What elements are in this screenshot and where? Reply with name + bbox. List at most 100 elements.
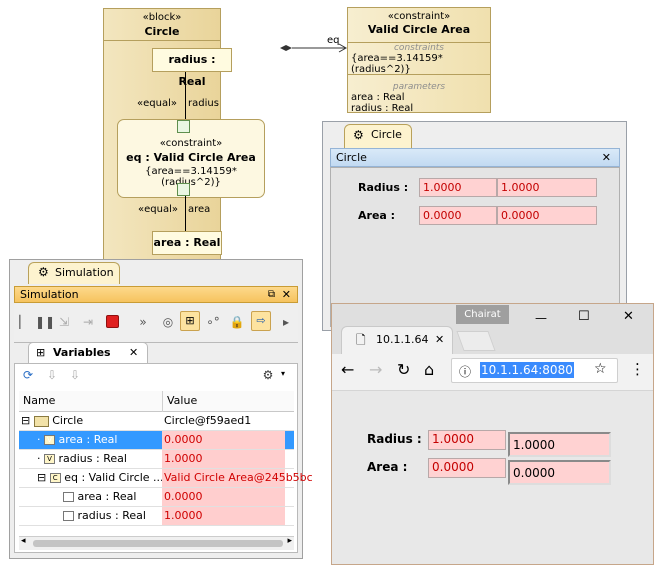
table-row[interactable]: ⊟ C eq : Valid Circle ... Valid Circle A… bbox=[19, 469, 313, 488]
tab-circle-label: Circle bbox=[371, 128, 402, 141]
pause-icon[interactable]: ❚❚ bbox=[35, 315, 56, 329]
import-icon[interactable]: ⇩ bbox=[46, 368, 58, 382]
block-stereotype: «block» bbox=[142, 12, 182, 23]
export-disabled-icon[interactable]: ⇩ bbox=[69, 368, 81, 382]
tab-simulation-label: Simulation bbox=[55, 266, 114, 279]
new-tab-button[interactable] bbox=[456, 331, 496, 351]
close-icon[interactable]: ✕ bbox=[623, 309, 634, 324]
lock-icon[interactable]: 🔒 bbox=[229, 315, 245, 329]
menu-icon[interactable]: ⋮ bbox=[630, 360, 645, 378]
close-icon[interactable]: ✕ bbox=[601, 151, 611, 164]
url-text[interactable]: 10.1.1.64:8080 bbox=[480, 362, 574, 378]
minimize-icon[interactable]: — bbox=[535, 311, 547, 325]
radius-input[interactable]: 1.0000 bbox=[497, 178, 597, 197]
step-over-icon[interactable]: ⇥ bbox=[82, 315, 94, 329]
radius-input[interactable]: 1.0000 bbox=[508, 432, 611, 457]
row-value: 0.0000 bbox=[162, 488, 285, 506]
area-input[interactable]: 0.0000 bbox=[508, 460, 611, 485]
constraint-property-icon: C bbox=[49, 473, 61, 483]
area-part[interactable]: area : Real bbox=[152, 231, 222, 255]
variables-table: Name Value ⊟ Circle Circle@f59aed1 · V a… bbox=[19, 391, 313, 541]
tree-view-icon[interactable]: ⊞ bbox=[180, 311, 200, 331]
constraint-expression: {area==3.14159*(radius^2)} bbox=[351, 53, 443, 75]
table-row[interactable]: area : Real 0.0000 bbox=[19, 488, 294, 507]
scroll-right-icon[interactable]: ▸ bbox=[287, 536, 292, 546]
maximize-icon[interactable]: ☐ bbox=[578, 309, 590, 324]
row-name: area : Real bbox=[58, 433, 118, 446]
equal-label-top: «equal» bbox=[137, 98, 177, 109]
address-bar[interactable]: ⓘ 10.1.1.64:8080 ☆ bbox=[451, 358, 618, 383]
browser-tab-title: 10.1.1.64 bbox=[376, 333, 429, 346]
forward-icon[interactable]: → bbox=[369, 360, 383, 379]
reload-icon[interactable]: ↻ bbox=[397, 360, 411, 379]
parameter-area: area : Real bbox=[351, 92, 405, 103]
star-icon[interactable]: ☆ bbox=[594, 361, 607, 377]
parameter-radius: radius : Real bbox=[351, 103, 414, 114]
area-param-port[interactable] bbox=[177, 183, 190, 196]
radius-param-port[interactable] bbox=[177, 120, 190, 133]
refresh-icon[interactable]: ⟳ bbox=[22, 368, 34, 382]
nodes-icon[interactable]: ∘° bbox=[206, 315, 220, 329]
association-arrow bbox=[280, 43, 348, 53]
tab-simulation[interactable]: ⚙ Simulation bbox=[28, 262, 120, 284]
table-row-selected[interactable]: · V area : Real 0.0000 bbox=[19, 431, 294, 450]
close-tab-icon[interactable]: ✕ bbox=[435, 333, 445, 346]
parameter-icon bbox=[63, 511, 74, 521]
table-header: Name Value bbox=[19, 391, 294, 412]
row-value: Circle@f59aed1 bbox=[164, 414, 252, 427]
constraint-property[interactable]: «constraint» eq : Valid Circle Area {are… bbox=[117, 119, 265, 198]
home-icon[interactable]: ⌂ bbox=[424, 360, 435, 379]
horizontal-scrollbar[interactable]: ◂ ▸ bbox=[19, 536, 294, 550]
step-into-icon[interactable]: ⇲ bbox=[58, 315, 70, 329]
page-icon: 🗋 bbox=[356, 333, 366, 347]
scroll-left-icon[interactable]: ◂ bbox=[21, 536, 26, 546]
radius-label: Radius : bbox=[358, 181, 409, 194]
constraint-property-expression: {area==3.14159*(radius^2)} bbox=[145, 166, 237, 188]
radius-output: 1.0000 bbox=[428, 430, 506, 450]
block-icon bbox=[33, 415, 49, 427]
column-value-header[interactable]: Value bbox=[167, 394, 198, 407]
block-name: Circle bbox=[144, 25, 180, 38]
close-icon[interactable]: ✕ bbox=[281, 288, 291, 301]
profile-badge[interactable]: Chairat bbox=[456, 305, 509, 324]
table-row[interactable]: · V radius : Real 1.0000 bbox=[19, 450, 294, 469]
gear-icon: ⚙ bbox=[353, 128, 364, 142]
constraint-property-name: eq : Valid Circle Area bbox=[126, 151, 256, 164]
stop-icon[interactable] bbox=[106, 315, 119, 328]
browser-tab[interactable]: 🗋 10.1.1.64 ✕ bbox=[341, 326, 453, 354]
tab-variables[interactable]: ⊞ Variables ✕ bbox=[28, 342, 148, 363]
timer-icon[interactable]: ◎ bbox=[162, 315, 174, 329]
restore-icon[interactable]: ⧉ bbox=[267, 289, 275, 300]
scrollbar-thumb[interactable] bbox=[33, 540, 283, 547]
circle-ui-title: Circle bbox=[336, 151, 367, 164]
area-binding-label: area bbox=[188, 204, 211, 215]
table-row[interactable]: radius : Real 1.0000 bbox=[19, 507, 294, 526]
area-label: Area : bbox=[358, 209, 396, 222]
radius-part[interactable]: radius : Real bbox=[152, 48, 232, 88]
constraint-block[interactable]: «constraint» Valid Circle Area constrain… bbox=[347, 7, 491, 114]
collapse-left-icon[interactable]: ▏ bbox=[19, 315, 29, 329]
row-value: 0.0000 bbox=[162, 431, 285, 449]
column-name-header[interactable]: Name bbox=[23, 394, 56, 407]
tab-circle[interactable]: ⚙ Circle bbox=[344, 124, 412, 148]
fast-forward-icon[interactable]: » bbox=[139, 315, 147, 329]
parameter-icon bbox=[63, 492, 74, 502]
close-icon[interactable]: ✕ bbox=[129, 346, 139, 359]
table-row[interactable]: ⊟ Circle Circle@f59aed1 bbox=[19, 412, 294, 431]
row-name: radius : Real bbox=[77, 509, 146, 522]
constraint-block-name: Valid Circle Area bbox=[367, 23, 471, 36]
row-value: 1.0000 bbox=[162, 507, 285, 525]
info-icon: ⓘ bbox=[459, 365, 472, 379]
back-icon[interactable]: ← bbox=[341, 360, 355, 379]
association-label: eq bbox=[327, 35, 340, 46]
scroll-right-icon[interactable]: ▸ bbox=[282, 315, 290, 329]
constraints-heading: constraints bbox=[393, 43, 444, 53]
area-label: Area : bbox=[367, 460, 408, 474]
chevron-down-icon[interactable]: ▾ bbox=[281, 369, 286, 378]
row-name: area : Real bbox=[77, 490, 137, 503]
row-value: 1.0000 bbox=[162, 450, 285, 468]
area-input[interactable]: 0.0000 bbox=[497, 206, 597, 225]
export-icon[interactable]: ⇨ bbox=[251, 311, 271, 331]
settings-icon[interactable]: ⚙ bbox=[262, 368, 274, 382]
radius-output: 1.0000 bbox=[419, 178, 497, 197]
